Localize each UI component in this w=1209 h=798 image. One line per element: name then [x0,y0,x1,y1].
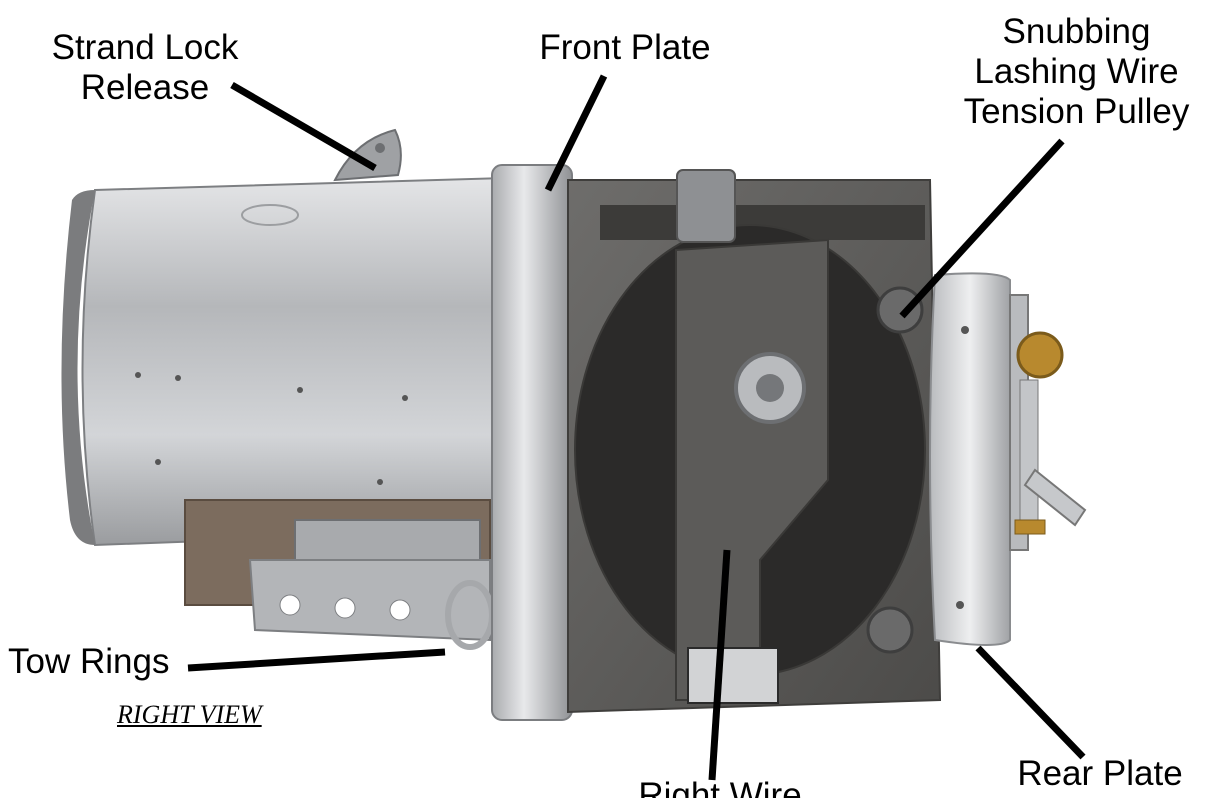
label-line: Tow Rings [8,642,170,681]
leader-lines [187,74,1086,781]
tension-adjuster [1009,294,1087,551]
leader-rear-plate [975,645,1086,760]
label-line: Release [80,68,210,107]
label-line: Snubbing [1002,12,1151,51]
label-strand-lock-release: Strand Lock Release [30,28,260,108]
leader-tow-rings [187,648,446,672]
drum-cylinder [61,176,506,547]
label-line: Right Wire [638,776,802,798]
lower-bracket [184,499,495,650]
label-line: Strand Lock [51,28,239,67]
leader-right-wire [708,549,731,781]
label-line: Tension Pulley [963,92,1190,131]
label-rear-plate: Rear Plate [1000,754,1200,794]
label-line: Front Plate [539,28,711,67]
label-snubbing-tension-pulley: Snubbing Lashing Wire Tension Pulley [944,12,1209,132]
strand-lock-release-lever [333,128,402,182]
main-cast-body [567,169,942,714]
label-front-plate: Front Plate [525,28,725,68]
label-tow-rings: Tow Rings [8,642,188,682]
leader-strand-lock-release [230,81,377,172]
view-caption: RIGHT VIEW [117,700,262,729]
leader-front-plate [544,74,608,192]
label-line: Lashing Wire [974,52,1179,91]
front-plate-ring [491,164,573,721]
leader-snubbing-pulley [899,138,1065,319]
label-line: Rear Plate [1017,754,1183,793]
label-right-wire: Right Wire [600,776,840,798]
rear-plate [929,272,1011,646]
